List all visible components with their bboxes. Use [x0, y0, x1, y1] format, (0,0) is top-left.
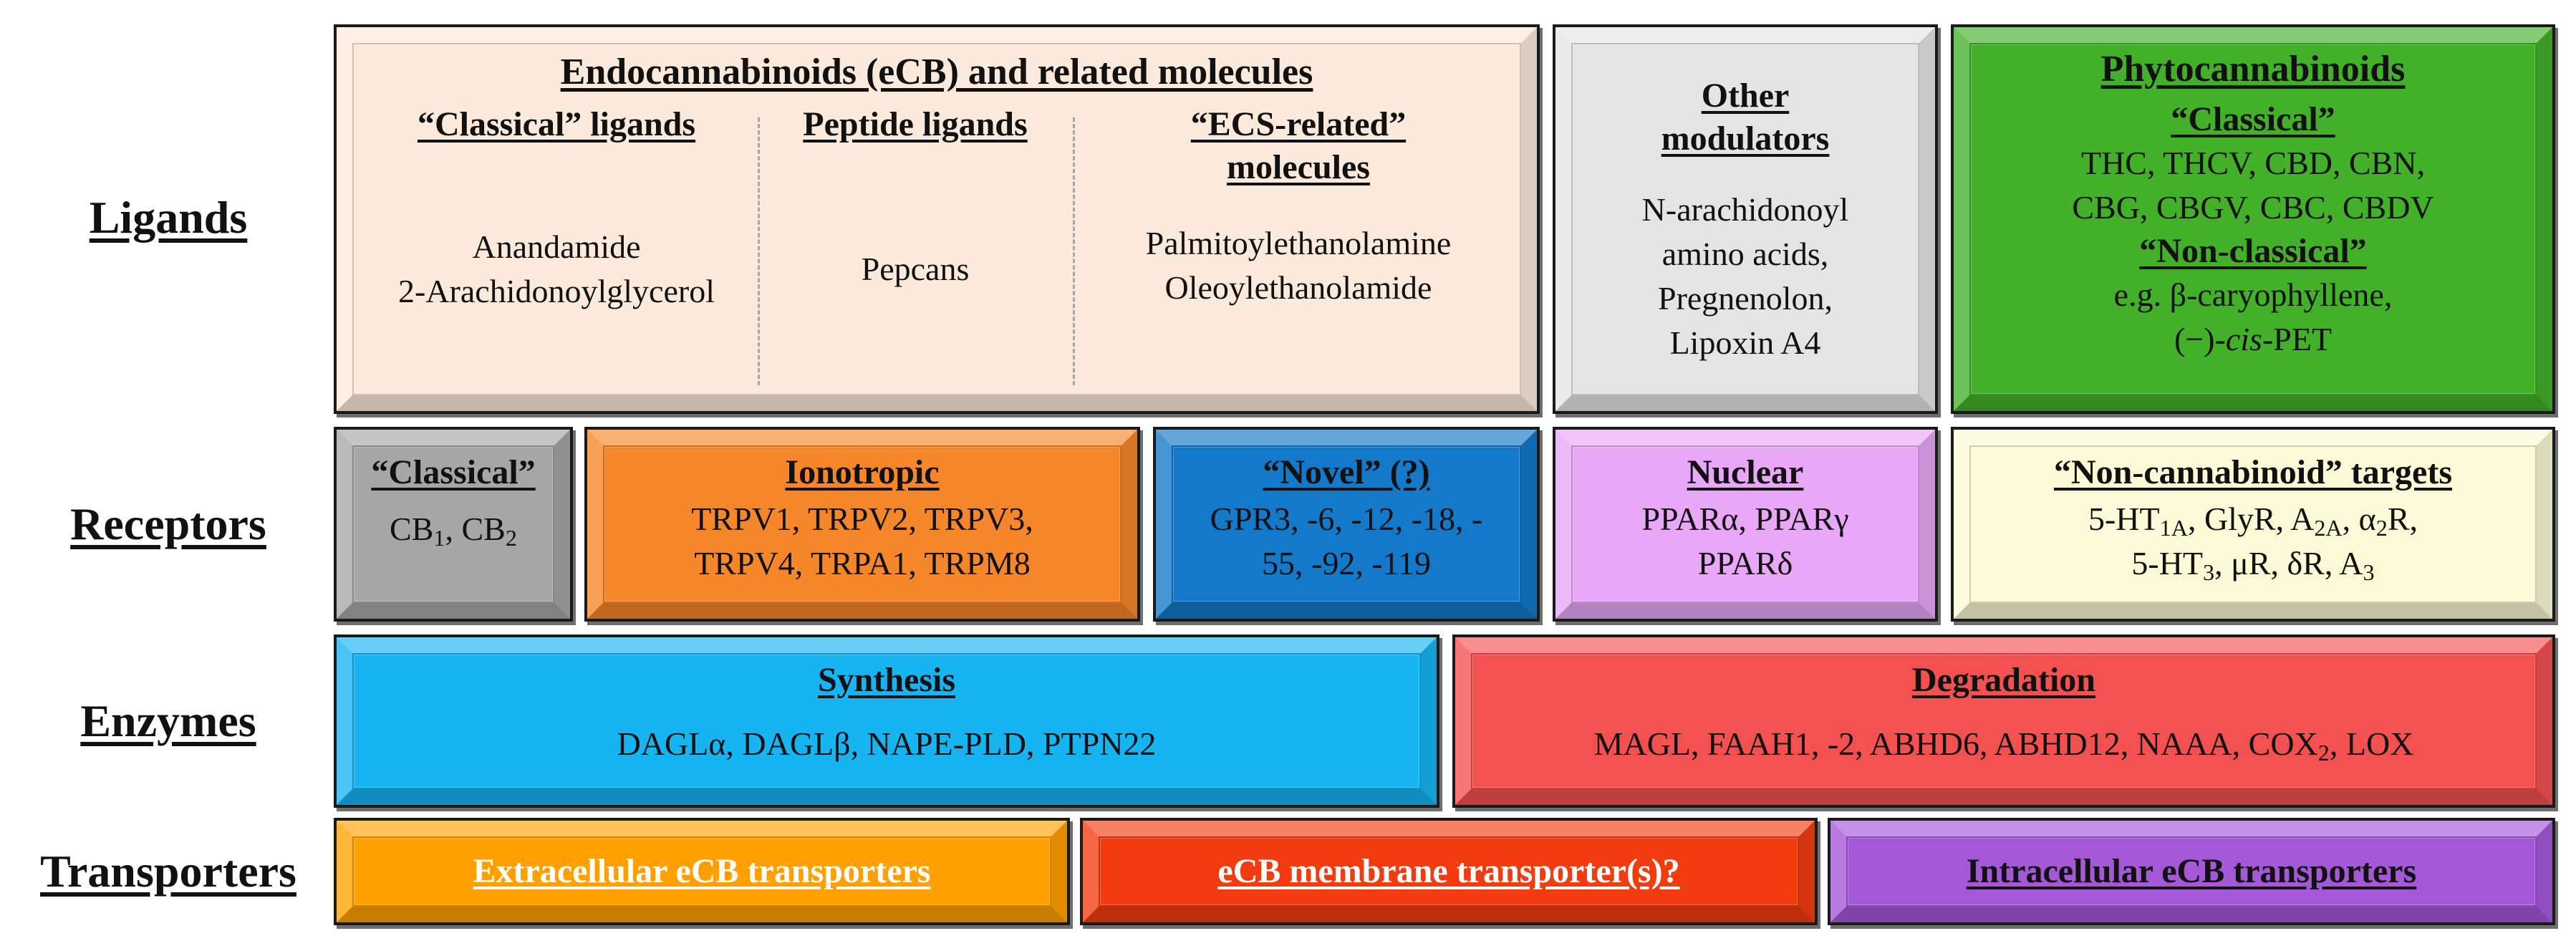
noncannabinoid-text: 5-HT — [2088, 501, 2160, 537]
intracellular-transporters-box: Intracellular eCB transporters — [1828, 818, 2555, 925]
noncannabinoid-line: 5-HT3, μR, δR, A3 — [2088, 541, 2418, 586]
phyto-nonclassical-line: e.g. β-caryophyllene, — [2113, 276, 2393, 314]
extracellular-transporters-box: Extracellular eCB transporters — [334, 818, 1070, 925]
noncannabinoid-text: 5-HT — [2131, 545, 2204, 582]
noncannabinoid-sub: 3 — [2203, 559, 2215, 586]
noncannabinoid-sub: 1A — [2159, 515, 2188, 541]
phyto-classical-line: CBG, CBGV, CBC, CBDV — [2072, 189, 2434, 226]
synthesis-head: Synthesis — [817, 661, 956, 699]
ionotropic-line: TRPV4, TRPA1, TRPM8 — [694, 545, 1031, 582]
ecb-peptide-column: Peptide ligands Pepcans — [758, 103, 1073, 392]
intracellular-transporters-label: Intracellular eCB transporters — [1966, 852, 2417, 890]
degradation-text-sub: 2 — [2317, 740, 2330, 766]
other-modulators-line: Pregnenolon, — [1657, 280, 1833, 317]
ecb-peptide-item: Pepcans — [861, 250, 970, 287]
phyto-pet-italic: cis — [2225, 321, 2262, 358]
cb-sub: 1 — [433, 525, 445, 551]
novel-head: “Novel” (?) — [1263, 453, 1430, 491]
degradation-text-part: MAGL, FAAH1, -2, ABHD6, ABHD12, NAAA, CO… — [1593, 725, 2318, 762]
noncannabinoid-head: “Non-cannabinoid” targets — [2053, 453, 2453, 491]
ecb-divider-1 — [758, 117, 760, 385]
ecb-related-item: Palmitoylethanolamine — [1145, 224, 1452, 261]
ecb-related-item: Oleoylethanolamide — [1164, 269, 1432, 306]
other-modulators-line: Lipoxin A4 — [1669, 324, 1821, 362]
membrane-transporters-label: eCB membrane transporter(s)? — [1217, 852, 1680, 890]
degradation-text-part: , LOX — [2329, 725, 2414, 762]
phyto-nonclassical-line: (−)-cis-PET — [2114, 317, 2393, 362]
row-label-ligands: Ligands — [89, 192, 248, 243]
noncannabinoid-text: , GlyR, A — [2187, 501, 2315, 537]
extracellular-transporters-label: Extracellular eCB transporters — [473, 852, 931, 890]
nuclear-line: PPARα, PPARγ — [1641, 501, 1849, 537]
phyto-pet-suffix: -PET — [2262, 321, 2333, 358]
row-label-receptors: Receptors — [70, 498, 266, 549]
membrane-transporters-box: eCB membrane transporter(s)? — [1080, 818, 1818, 925]
classical-receptors-head: “Classical” — [371, 453, 536, 491]
phytocannabinoids-box: Phytocannabinoids “Classical” THC, THCV,… — [1951, 24, 2555, 414]
noncannabinoid-text: , μR, δR, A — [2214, 545, 2363, 582]
ecb-related-column: “ECS-related” molecules Palmitoylethanol… — [1073, 103, 1524, 392]
noncannabinoid-text: R, — [2387, 501, 2418, 537]
noncannabinoid-sub: 2A — [2314, 515, 2343, 541]
cb-text: , CB — [445, 510, 506, 547]
noncannabinoid-box: “Non-cannabinoid” targets 5-HT1A, GlyR, … — [1951, 427, 2555, 622]
noncannabinoid-text: , α — [2342, 501, 2376, 537]
other-modulators-head: Other modulators — [1661, 74, 1830, 160]
ecb-peptide-head: Peptide ligands — [803, 105, 1028, 143]
nuclear-line: PPARδ — [1697, 545, 1793, 582]
other-modulators-line: N-arachidonoyl — [1641, 190, 1849, 228]
noncannabinoid-sub: 2 — [2375, 515, 2388, 541]
nuclear-box: Nuclear PPARα, PPARγ PPARδ — [1553, 427, 1938, 622]
other-modulators-head-line: Other — [1701, 77, 1790, 115]
noncannabinoid-line: 5-HT1A, GlyR, A2A, α2R, — [2088, 497, 2418, 541]
ecb-title: Endocannabinoids (eCB) and related molec… — [560, 52, 1313, 92]
phyto-nonclassical-head: “Non-classical” — [2139, 232, 2367, 271]
ecb-classical-column: “Classical” ligands Anandamide 2-Arachid… — [355, 103, 758, 392]
phyto-classical-head: “Classical” — [2171, 100, 2335, 138]
novel-box: “Novel” (?) GPR3, -6, -12, -18, - 55, -9… — [1153, 427, 1540, 622]
classical-receptors-box: “Classical” CB1, CB2 — [334, 427, 573, 622]
other-modulators-head-line: modulators — [1661, 120, 1830, 158]
nuclear-head: Nuclear — [1687, 453, 1804, 491]
ecb-related-head: “ECS-related” molecules — [1191, 103, 1406, 189]
cb-text: CB — [390, 510, 434, 547]
novel-line: 55, -92, -119 — [1262, 545, 1431, 582]
degradation-head: Degradation — [1912, 661, 2095, 699]
phyto-classical-line: THC, THCV, CBD, CBN, — [2080, 145, 2426, 181]
ionotropic-box: Ionotropic TRPV1, TRPV2, TRPV3, TRPV4, T… — [584, 427, 1140, 622]
novel-line: GPR3, -6, -12, -18, - — [1210, 501, 1483, 537]
synthesis-box: Synthesis DAGLα, DAGLβ, NAPE-PLD, PTPN22 — [334, 634, 1439, 808]
phyto-title: Phytocannabinoids — [2100, 49, 2406, 90]
ionotropic-head: Ionotropic — [785, 453, 940, 491]
ecb-classical-head: “Classical” ligands — [417, 105, 696, 143]
ecb-classical-item: 2-Arachidonoylglycerol — [398, 273, 715, 309]
ionotropic-line: TRPV1, TRPV2, TRPV3, — [691, 501, 1033, 537]
row-label-enzymes: Enzymes — [80, 695, 256, 746]
synthesis-text: DAGLα, DAGLβ, NAPE-PLD, PTPN22 — [617, 725, 1157, 762]
ecb-box: Endocannabinoids (eCB) and related molec… — [334, 24, 1540, 414]
cb-sub: 2 — [505, 525, 517, 551]
ecb-related-head-line: “ECS-related” — [1190, 105, 1407, 143]
phyto-pet-prefix: (−)- — [2174, 321, 2226, 358]
degradation-box: Degradation MAGL, FAAH1, -2, ABHD6, ABHD… — [1452, 634, 2555, 808]
noncannabinoid-sub: 3 — [2363, 559, 2375, 586]
other-modulators-line: amino acids, — [1661, 235, 1829, 272]
ecb-classical-item: Anandamide — [472, 228, 641, 265]
degradation-text: MAGL, FAAH1, -2, ABHD6, ABHD12, NAAA, CO… — [1594, 722, 2414, 766]
ecb-related-head-line: molecules — [1227, 148, 1370, 186]
row-label-transporters: Transporters — [40, 846, 296, 897]
classical-receptors-text: CB1, CB2 — [390, 507, 517, 551]
other-modulators-box: Other modulators N-arachidonoyl amino ac… — [1553, 24, 1938, 414]
ecb-divider-2 — [1073, 117, 1075, 385]
